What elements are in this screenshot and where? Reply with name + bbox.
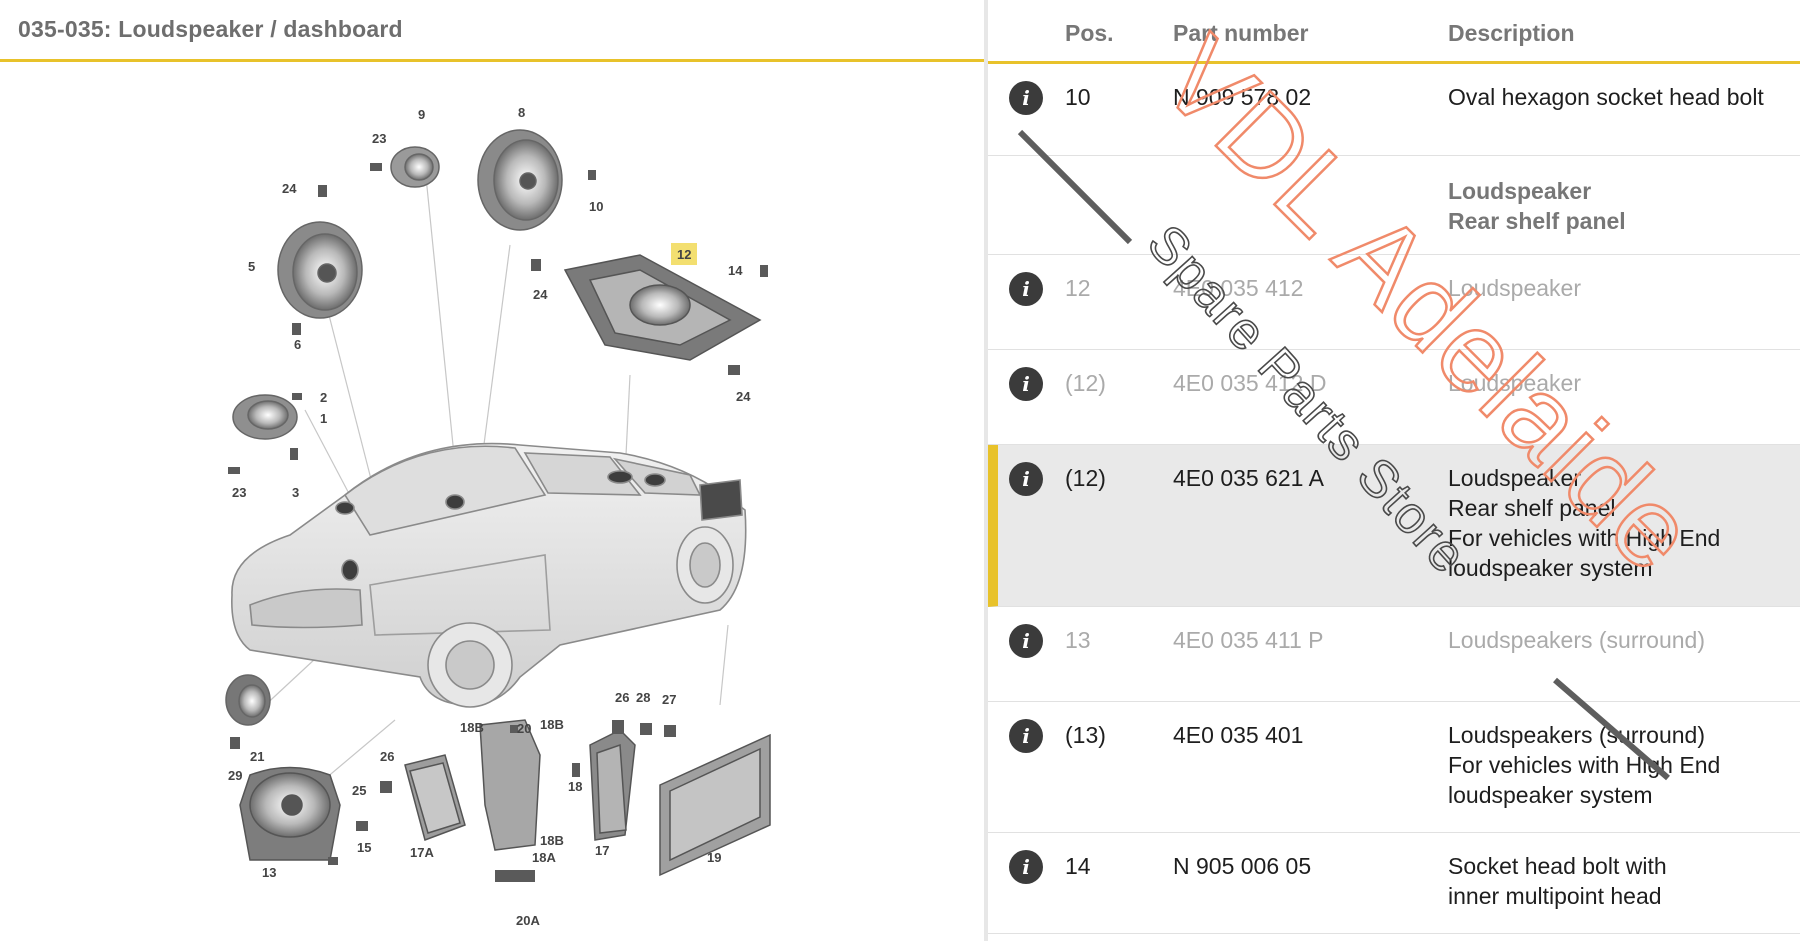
row-part-number: 4E0 035 412 D bbox=[1173, 370, 1327, 396]
part-loudspeaker-8 bbox=[477, 129, 563, 231]
table-row[interactable]: i 13 4E0 035 411 P Loudspeakers (surroun… bbox=[988, 607, 1800, 702]
callout-27: 27 bbox=[662, 692, 676, 707]
row-description: Loudspeakers (surround) bbox=[1448, 627, 1705, 653]
table-row-selected[interactable]: i (12) 4E0 035 621 A Loudspeaker Rear sh… bbox=[988, 445, 1800, 607]
info-icon[interactable]: i bbox=[1009, 81, 1043, 115]
header-description[interactable]: Description bbox=[1448, 20, 1575, 46]
callout-23b: 23 bbox=[232, 485, 246, 500]
header-part-number[interactable]: Part number bbox=[1173, 20, 1309, 46]
row-pos: (12) bbox=[1065, 465, 1106, 491]
info-icon[interactable]: i bbox=[1009, 850, 1043, 884]
row-description: Loudspeaker bbox=[1448, 370, 1581, 396]
part-rear-shelf-speaker-12 bbox=[563, 254, 762, 361]
info-icon[interactable]: i bbox=[1009, 719, 1043, 753]
callout-17A: 17A bbox=[410, 845, 434, 860]
callout-21: 21 bbox=[250, 749, 264, 764]
callout-24: 24 bbox=[282, 181, 297, 196]
row-part-number: N 905 006 05 bbox=[1173, 853, 1312, 879]
part-tweeter-21 bbox=[225, 674, 271, 726]
row-pos: 12 bbox=[1065, 275, 1091, 301]
callout-18B-2: 18B bbox=[540, 717, 564, 732]
small-fasteners bbox=[228, 163, 768, 882]
part-tweeter-9 bbox=[390, 146, 440, 188]
info-icon[interactable]: i bbox=[1009, 272, 1043, 306]
diagram-header: 035-035: Loudspeaker / dashboard bbox=[0, 0, 985, 62]
row-part-number: 4E0 035 621 A bbox=[1173, 465, 1324, 491]
row-pos: (12) bbox=[1065, 370, 1106, 396]
part-amplifier-17A bbox=[404, 754, 466, 841]
group-description: Loudspeaker Rear shelf panel bbox=[1448, 178, 1626, 234]
row-part-number: N 909 578 02 bbox=[1173, 84, 1312, 110]
callout-26b: 26 bbox=[380, 749, 394, 764]
part-amplifier-17 bbox=[589, 729, 636, 841]
callout-20A: 20A bbox=[516, 913, 540, 928]
callout-18: 18 bbox=[568, 779, 582, 794]
callout-23: 23 bbox=[372, 131, 386, 146]
callout-26: 26 bbox=[615, 690, 629, 705]
callout-9: 9 bbox=[418, 107, 425, 122]
part-mid-speaker-1 bbox=[232, 394, 298, 440]
part-loudspeaker-5 bbox=[277, 221, 363, 319]
header-pos[interactable]: Pos. bbox=[1065, 20, 1114, 46]
callout-29: 29 bbox=[228, 768, 242, 783]
callout-18B-3: 18B bbox=[540, 833, 564, 848]
row-pos: 13 bbox=[1065, 627, 1091, 653]
row-pos: 14 bbox=[1065, 853, 1091, 879]
callout-24c: 24 bbox=[736, 389, 751, 404]
callout-1: 1 bbox=[320, 411, 327, 426]
table-row[interactable]: i 12 4E0 035 412 Loudspeaker bbox=[988, 255, 1800, 350]
table-row[interactable]: i 14 N 905 006 05 Socket head bolt with … bbox=[988, 833, 1800, 934]
info-icon[interactable]: i bbox=[1009, 624, 1043, 658]
callout-18B: 18B bbox=[460, 720, 484, 735]
callout-15: 15 bbox=[357, 840, 371, 855]
part-subwoofer-13 bbox=[239, 766, 341, 861]
row-part-number: 4E0 035 411 P bbox=[1173, 627, 1324, 653]
panel-splitter[interactable] bbox=[984, 0, 988, 941]
diagram-panel: 035-035: Loudspeaker / dashboard bbox=[0, 0, 985, 928]
row-description: Loudspeaker Rear shelf panel For vehicle… bbox=[1448, 465, 1721, 581]
table-row[interactable]: i 10 N 909 578 02 Oval hexagon socket he… bbox=[988, 64, 1800, 156]
callout-6: 6 bbox=[294, 337, 301, 352]
callout-24b: 24 bbox=[533, 287, 548, 302]
row-pos: (13) bbox=[1065, 722, 1106, 748]
table-row[interactable]: i (12) 4E0 035 412 D Loudspeaker bbox=[988, 350, 1800, 445]
callout-10: 10 bbox=[589, 199, 603, 214]
table-row[interactable]: i (13) 4E0 035 401 Loudspeakers (surroun… bbox=[988, 702, 1800, 833]
callout-17: 17 bbox=[595, 843, 609, 858]
callout-3: 3 bbox=[292, 485, 299, 500]
row-description: Oval hexagon socket head bolt bbox=[1448, 84, 1764, 110]
parts-table: Pos. Part number Description i 10 N 909 … bbox=[988, 0, 1800, 941]
table-group-row: Loudspeaker Rear shelf panel bbox=[988, 156, 1800, 255]
info-icon[interactable]: i bbox=[1009, 367, 1043, 401]
callout-2: 2 bbox=[320, 390, 327, 405]
row-description: Socket head bolt with inner multipoint h… bbox=[1448, 853, 1667, 909]
parts-exploded-diagram: 9 8 23 24 10 5 12 14 24 6 24 2 1 23 3 26… bbox=[225, 105, 771, 928]
table-header: Pos. Part number Description bbox=[988, 0, 1800, 64]
callout-20: 20 bbox=[517, 721, 531, 736]
row-part-number: 4E0 035 412 bbox=[1173, 275, 1304, 301]
callout-18A: 18A bbox=[532, 850, 556, 865]
car-illustration bbox=[231, 442, 747, 708]
part-mounting-plate-19 bbox=[659, 733, 771, 877]
callout-14: 14 bbox=[728, 263, 743, 278]
callout-28: 28 bbox=[636, 690, 650, 705]
callout-8: 8 bbox=[518, 105, 525, 120]
callout-12: 12 bbox=[677, 247, 691, 262]
callout-19: 19 bbox=[707, 850, 721, 865]
part-bracket-20 bbox=[479, 719, 541, 851]
callout-13: 13 bbox=[262, 865, 276, 880]
callout-25: 25 bbox=[352, 783, 366, 798]
diagram-title: 035-035: Loudspeaker / dashboard bbox=[18, 16, 403, 42]
row-description: Loudspeaker bbox=[1448, 275, 1581, 301]
row-description: Loudspeakers (surround) For vehicles wit… bbox=[1448, 722, 1721, 808]
callout-12-highlight bbox=[671, 243, 697, 265]
info-icon[interactable]: i bbox=[1009, 462, 1043, 496]
row-part-number: 4E0 035 401 bbox=[1173, 722, 1304, 748]
callout-labels: 9 8 23 24 10 5 12 14 24 6 24 2 1 23 3 26… bbox=[228, 105, 751, 928]
callout-5: 5 bbox=[248, 259, 255, 274]
row-pos: 10 bbox=[1065, 84, 1091, 110]
